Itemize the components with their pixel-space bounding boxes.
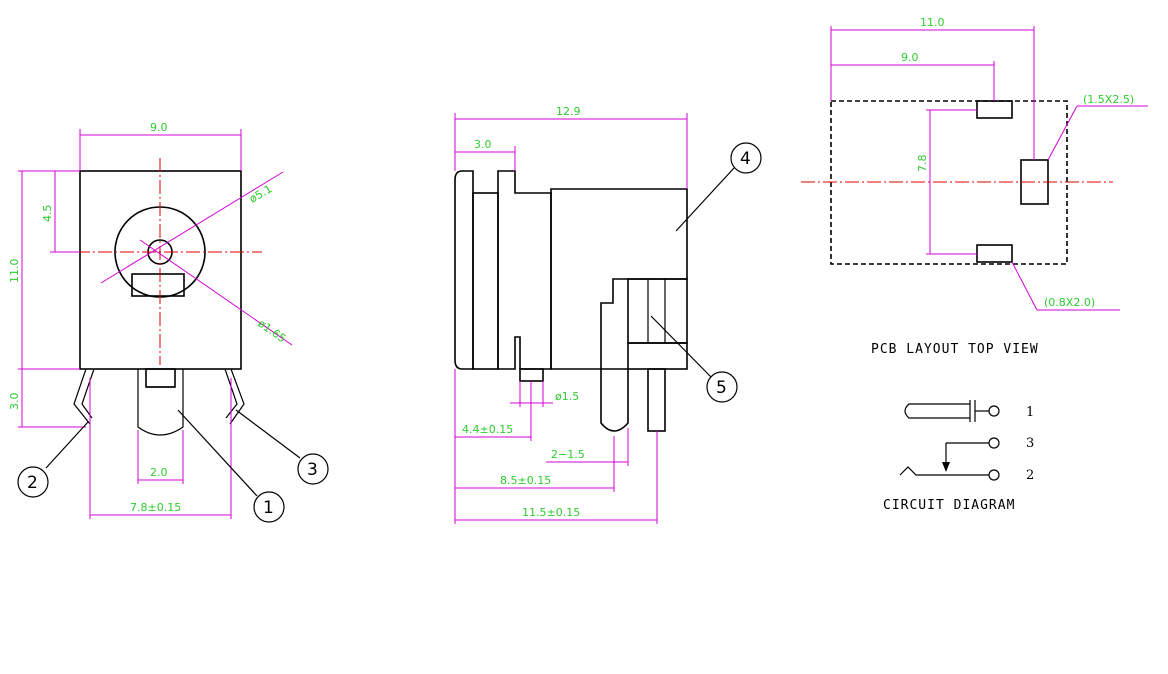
balloon-3: 3: [307, 460, 318, 480]
dim-pin-spacing: 7.8±0.15: [130, 501, 181, 514]
balloon-5: 5: [716, 378, 727, 398]
dim-overall: 11.0: [920, 16, 945, 29]
dim-height: 11.0: [8, 259, 21, 284]
circuit-diagram: 1 3 2 CIRCUIT DIAGRAM: [883, 400, 1034, 513]
dim-d2: 2−1.5: [551, 448, 585, 461]
dim-inner: 9.0: [901, 51, 919, 64]
dim-center-offset: 4.5: [41, 205, 54, 223]
dim-pad-small: (0.8X2.0): [1044, 296, 1095, 309]
dim-flange: 3.0: [474, 138, 492, 151]
circuit-title: CIRCUIT DIAGRAM: [883, 498, 1015, 513]
dim-length: 12.9: [556, 105, 581, 118]
side-view: 12.9 3.0 ø1.5 4.4±0.15 2−1.5 8.5±0.15 11…: [454, 105, 762, 524]
pcb-layout-title: PCB LAYOUT TOP VIEW: [871, 342, 1039, 357]
front-view: 9.0 11.0 4.5 3.0 ø5.1 ø1.65 2.0 7.8±0.15…: [8, 121, 329, 523]
dim-pin-width: 2.0: [150, 466, 168, 479]
dim-d3: 8.5±0.15: [500, 474, 551, 487]
circuit-pin-1: 1: [1026, 405, 1034, 420]
dim-inner-dia: ø1.65: [255, 317, 288, 346]
balloon-2: 2: [27, 473, 38, 493]
balloon-1: 1: [263, 498, 274, 518]
dim-pin-length: 3.0: [8, 393, 21, 411]
dim-d4: 11.5±0.15: [522, 506, 580, 519]
dim-pad-pitch: 7.8: [916, 155, 929, 173]
dim-width: 9.0: [150, 121, 168, 134]
circuit-pin-3: 3: [1026, 436, 1034, 451]
dim-pad-large: (1.5X2.5): [1083, 93, 1134, 106]
circuit-pin-2: 2: [1026, 468, 1034, 483]
pcb-layout: 11.0 9.0 7.8 (1.5X2.5) (0.8X2.0) PCB LAY…: [801, 16, 1148, 357]
dim-d1: 4.4±0.15: [462, 423, 513, 436]
dim-outer-dia: ø5.1: [247, 182, 274, 205]
dim-peg-dia: ø1.5: [555, 390, 579, 403]
balloon-4: 4: [740, 149, 751, 169]
